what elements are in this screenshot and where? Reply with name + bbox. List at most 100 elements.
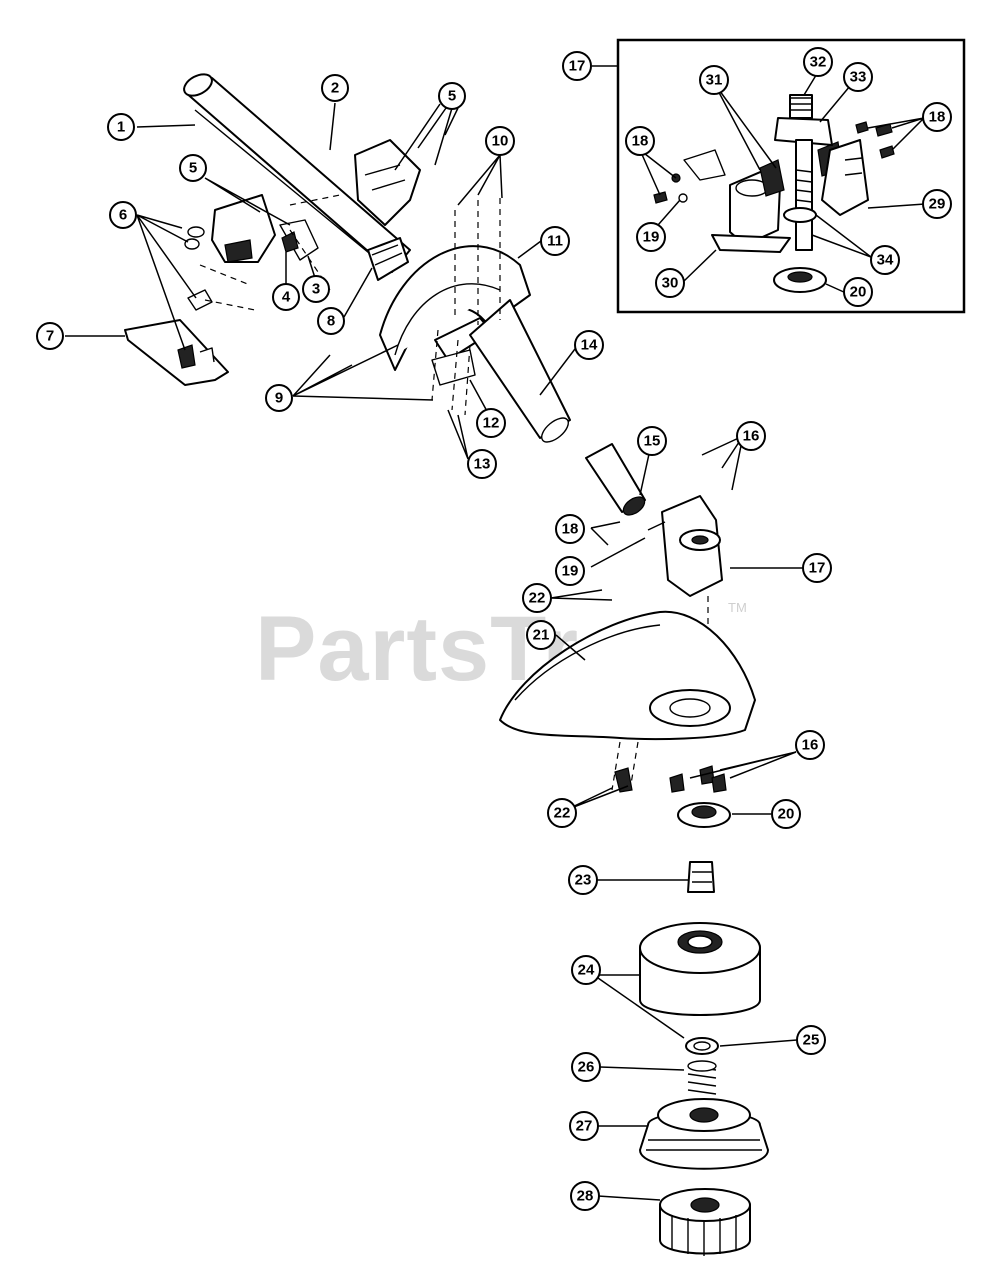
lower-shaft-tube (469, 299, 571, 443)
callout-16-bottom: 16 (795, 730, 825, 760)
throttle-trigger-housing (211, 194, 319, 263)
callout-6: 6 (109, 201, 137, 229)
svg-text:13: 13 (474, 456, 491, 473)
inset-gear-cover (821, 139, 869, 216)
watermark-trademark: TM (728, 600, 747, 615)
svg-text:20: 20 (850, 284, 867, 301)
callout-28: 28 (570, 1181, 600, 1211)
trigger-wire-bail (124, 319, 229, 386)
callout-20-inset: 20 (843, 277, 873, 307)
callout-18-inset-left: 18 (625, 126, 655, 156)
callout-4: 4 (272, 283, 300, 311)
svg-text:18: 18 (929, 109, 946, 126)
svg-text:22: 22 (554, 805, 571, 822)
callout-10: 10 (485, 126, 515, 156)
svg-text:4: 4 (282, 289, 291, 306)
svg-text:26: 26 (578, 1059, 595, 1076)
callout-17-inset: 17 (562, 51, 592, 81)
callout-16-top: 16 (736, 421, 766, 451)
svg-text:28: 28 (577, 1188, 594, 1205)
callout-7: 7 (36, 322, 64, 350)
svg-text:18: 18 (632, 133, 649, 150)
throttle-spring (281, 231, 299, 253)
svg-text:33: 33 (850, 69, 867, 86)
svg-text:31: 31 (706, 72, 723, 89)
bump-knob (659, 1188, 751, 1256)
arbor-nut (687, 861, 715, 893)
callout-19-inset: 19 (636, 222, 666, 252)
callout-15: 15 (637, 426, 667, 456)
svg-text:25: 25 (803, 1032, 820, 1049)
inset-screws (653, 121, 895, 204)
callout-12: 12 (476, 408, 506, 438)
callout-11: 11 (540, 226, 570, 256)
svg-text:12: 12 (483, 415, 500, 432)
spool-spring (687, 1060, 717, 1095)
bearing-lower (677, 802, 731, 828)
svg-text:17: 17 (569, 58, 586, 75)
svg-text:9: 9 (275, 390, 283, 407)
svg-text:16: 16 (802, 737, 819, 754)
svg-text:2: 2 (331, 80, 339, 97)
callout-20-mid: 20 (771, 799, 801, 829)
callout-18-mid: 18 (555, 514, 585, 544)
callout-24: 24 (571, 955, 601, 985)
callout-14: 14 (574, 330, 604, 360)
upper-shaft-tube (183, 73, 411, 273)
callout-3: 3 (302, 275, 330, 303)
callout-25: 25 (796, 1025, 826, 1055)
callout-5-left: 5 (179, 154, 207, 182)
svg-text:14: 14 (581, 337, 598, 354)
callout-18-inset-right: 18 (922, 102, 952, 132)
callout-21: 21 (526, 620, 556, 650)
line-spool (639, 1098, 769, 1170)
svg-text:16: 16 (743, 428, 760, 445)
svg-text:27: 27 (576, 1118, 593, 1135)
inset-bearing (773, 267, 827, 293)
svg-text:11: 11 (547, 233, 563, 250)
callout-29: 29 (922, 189, 952, 219)
svg-text:10: 10 (492, 133, 509, 150)
svg-text:6: 6 (119, 207, 127, 224)
shield-fasteners (611, 741, 727, 793)
washer (685, 1037, 719, 1055)
svg-text:18: 18 (562, 521, 579, 538)
gearbox-housing (647, 495, 723, 690)
callout-19-mid: 19 (555, 556, 585, 586)
callout-22-bottom: 22 (547, 798, 577, 828)
callout-22-top: 22 (522, 583, 552, 613)
svg-text:19: 19 (643, 229, 660, 246)
inset-gearbox-body (683, 149, 791, 253)
shaft-coupler (367, 237, 409, 281)
svg-text:8: 8 (327, 313, 335, 330)
svg-text:22: 22 (529, 590, 546, 607)
callout-9: 9 (265, 384, 293, 412)
svg-text:7: 7 (46, 328, 54, 345)
callout-1: 1 (107, 113, 135, 141)
callout-32: 32 (803, 47, 833, 77)
svg-text:21: 21 (533, 627, 550, 644)
drive-shaft-plug (585, 443, 646, 516)
svg-text:19: 19 (562, 563, 579, 580)
inset-input-shaft (774, 94, 833, 146)
callout-23: 23 (568, 865, 598, 895)
svg-text:3: 3 (312, 281, 320, 298)
spool-housing (639, 922, 761, 1016)
svg-text:15: 15 (644, 433, 661, 450)
handle-screws (199, 194, 501, 416)
callout-8: 8 (317, 307, 345, 335)
svg-text:5: 5 (448, 88, 456, 105)
inset-output-shaft (783, 139, 817, 251)
gearbox-detail-inset (616, 38, 966, 314)
callout-26: 26 (571, 1052, 601, 1082)
callout-30: 30 (655, 268, 685, 298)
callout-33: 33 (843, 62, 873, 92)
svg-text:5: 5 (189, 160, 197, 177)
callout-13: 13 (467, 449, 497, 479)
svg-text:20: 20 (778, 806, 795, 823)
svg-text:32: 32 (810, 54, 827, 71)
callout-27: 27 (569, 1111, 599, 1141)
svg-text:29: 29 (929, 196, 946, 213)
callout-17-mid: 17 (802, 553, 832, 583)
